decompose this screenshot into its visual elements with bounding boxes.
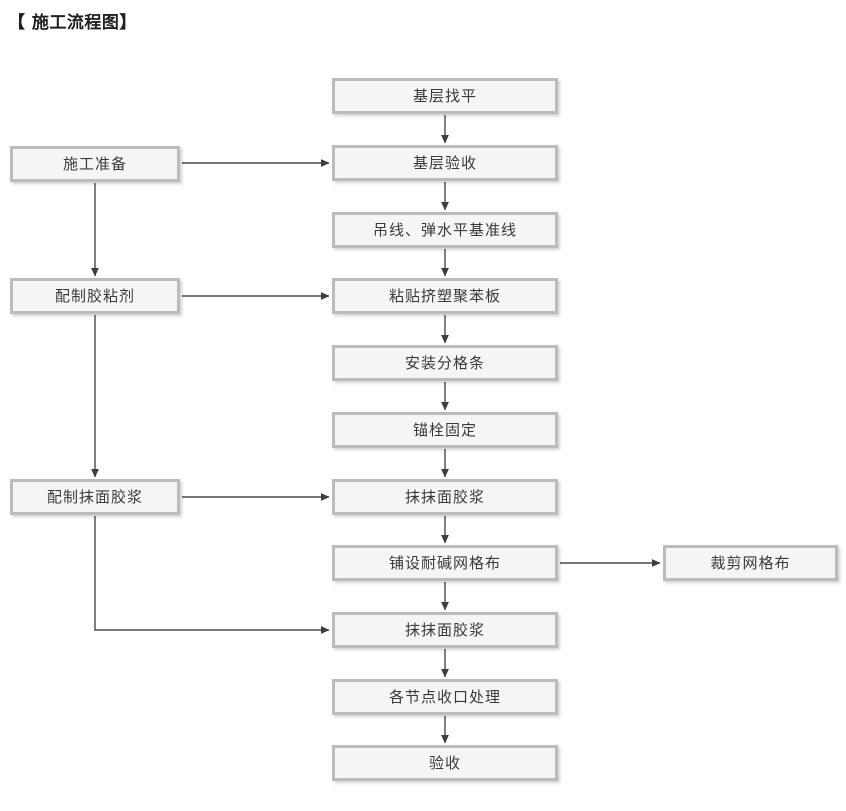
flow-node-label: 铺设耐碱网格布	[388, 553, 501, 572]
flow-node-prep[interactable]: 施工准备	[10, 146, 180, 182]
flow-node-label: 各节点收口处理	[388, 687, 501, 706]
flow-node-label: 抹抹面胶浆	[404, 487, 485, 506]
connector-e-mortar-plaster2	[94, 516, 330, 634]
flow-node-joints[interactable]: 各节点收口处理	[332, 679, 558, 715]
flow-node-label: 施工准备	[62, 154, 127, 173]
flow-node-label: 配制胶粘剂	[54, 286, 135, 305]
flow-node-xps[interactable]: 粘贴挤塑聚苯板	[332, 278, 558, 314]
flow-node-label: 配制抹面胶浆	[46, 487, 143, 506]
flow-node-acceptance2[interactable]: 验收	[332, 745, 558, 781]
flow-node-label: 安装分格条	[404, 353, 485, 372]
flow-node-mortar[interactable]: 配制抹面胶浆	[10, 479, 180, 515]
flow-node-acceptance1[interactable]: 基层验收	[332, 145, 558, 181]
flow-node-strips[interactable]: 安装分格条	[332, 345, 558, 381]
flow-node-mesh[interactable]: 铺设耐碱网格布	[332, 545, 558, 581]
flow-node-adhesive[interactable]: 配制胶粘剂	[10, 278, 180, 314]
flow-node-label: 基层验收	[412, 153, 477, 172]
flow-node-leveling[interactable]: 基层找平	[332, 78, 558, 114]
flow-node-label: 吊线、弹水平基准线	[372, 220, 517, 239]
page-title: 【 施工流程图】	[8, 13, 137, 33]
flow-node-baseline[interactable]: 吊线、弹水平基准线	[332, 212, 558, 248]
flow-node-anchors[interactable]: 锚栓固定	[332, 412, 558, 448]
flow-node-label: 抹抹面胶浆	[404, 620, 485, 639]
flow-node-label: 基层找平	[412, 86, 477, 105]
flow-node-label: 粘贴挤塑聚苯板	[388, 286, 501, 305]
flow-node-label: 裁剪网格布	[710, 553, 791, 572]
flow-node-cutmesh[interactable]: 裁剪网格布	[663, 545, 838, 581]
flow-node-label: 验收	[428, 753, 461, 772]
flow-node-label: 锚栓固定	[412, 420, 477, 439]
flow-node-plaster1[interactable]: 抹抹面胶浆	[332, 479, 558, 515]
flow-node-plaster2[interactable]: 抹抹面胶浆	[332, 612, 558, 648]
